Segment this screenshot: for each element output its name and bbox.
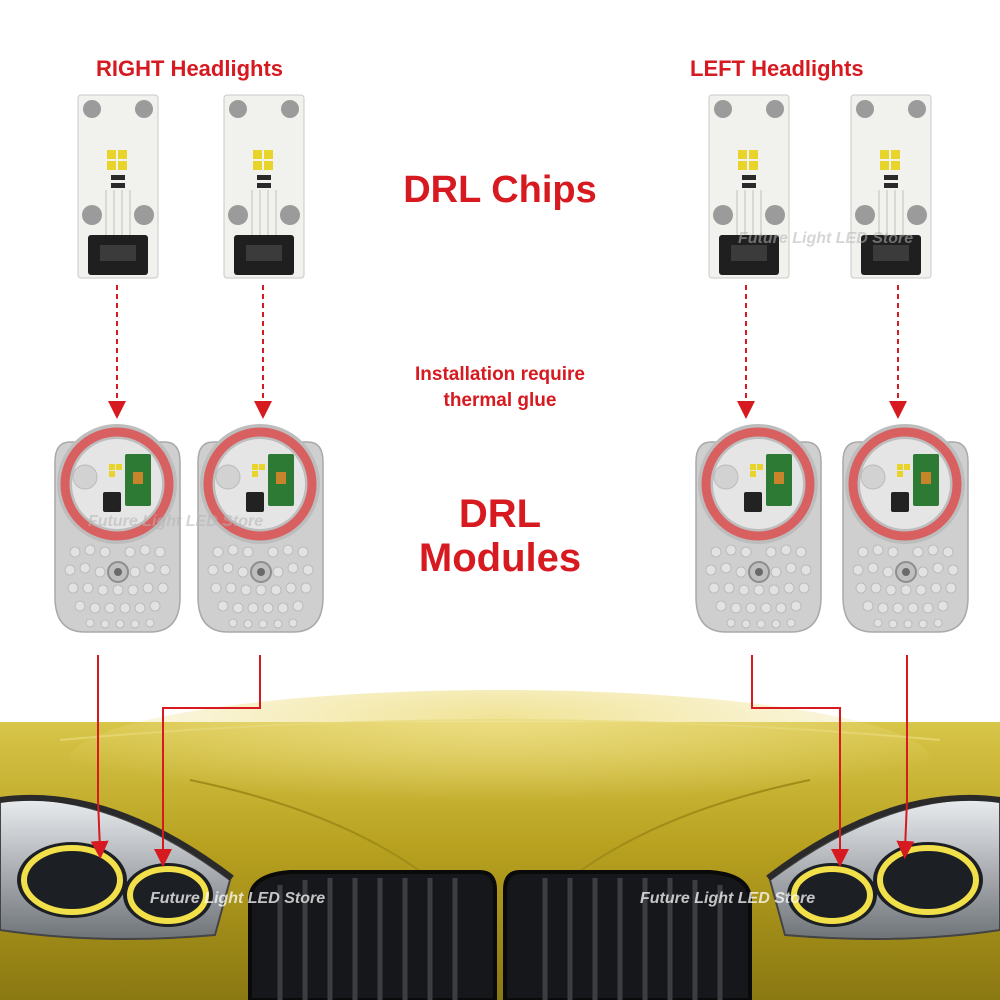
left-headlights-label: LEFT Headlights: [690, 56, 864, 81]
left-chip-board-2: [850, 94, 932, 279]
right-chip-board-1: [77, 94, 159, 279]
left-headlight-assembly: [766, 794, 1000, 940]
car-front: [0, 690, 1000, 1000]
watermark-modules: Future Light LED Store: [88, 513, 264, 530]
drl-chips-label: DRL Chips: [403, 169, 597, 211]
kidney-grille: [248, 870, 752, 1000]
right-headlight-assembly: [0, 794, 234, 940]
installation-note-line2: thermal glue: [443, 389, 557, 411]
module-to-headlight-arrows: [90, 655, 915, 867]
arrow-right-module-2: [154, 655, 261, 867]
watermark-chips: Future Light LED Store: [738, 230, 914, 247]
left-drl-module-1: [696, 424, 821, 632]
installation-note: Installation require thermal glue: [360, 362, 640, 413]
right-chip-board-2: [223, 94, 305, 279]
left-chip-board-1: [708, 94, 790, 279]
chip-to-module-arrows: [108, 285, 907, 419]
left-drl-module-2: [843, 424, 968, 632]
installation-note-line1: Installation require: [415, 364, 585, 385]
watermark-car-right: Future Light LED Store: [150, 890, 326, 907]
arrow-left-module-1: [751, 655, 849, 867]
arrow-left-module-2: [896, 655, 915, 859]
arrow-right-module-1: [90, 655, 109, 859]
drl-modules-line2: Modules: [418, 536, 582, 580]
right-headlights-label: RIGHT Headlights: [96, 56, 284, 81]
drl-modules-line1: DRL: [458, 492, 542, 536]
drl-modules-label: DRL Modules: [380, 492, 620, 580]
watermark-car-left: Future Light LED Store: [640, 890, 816, 907]
